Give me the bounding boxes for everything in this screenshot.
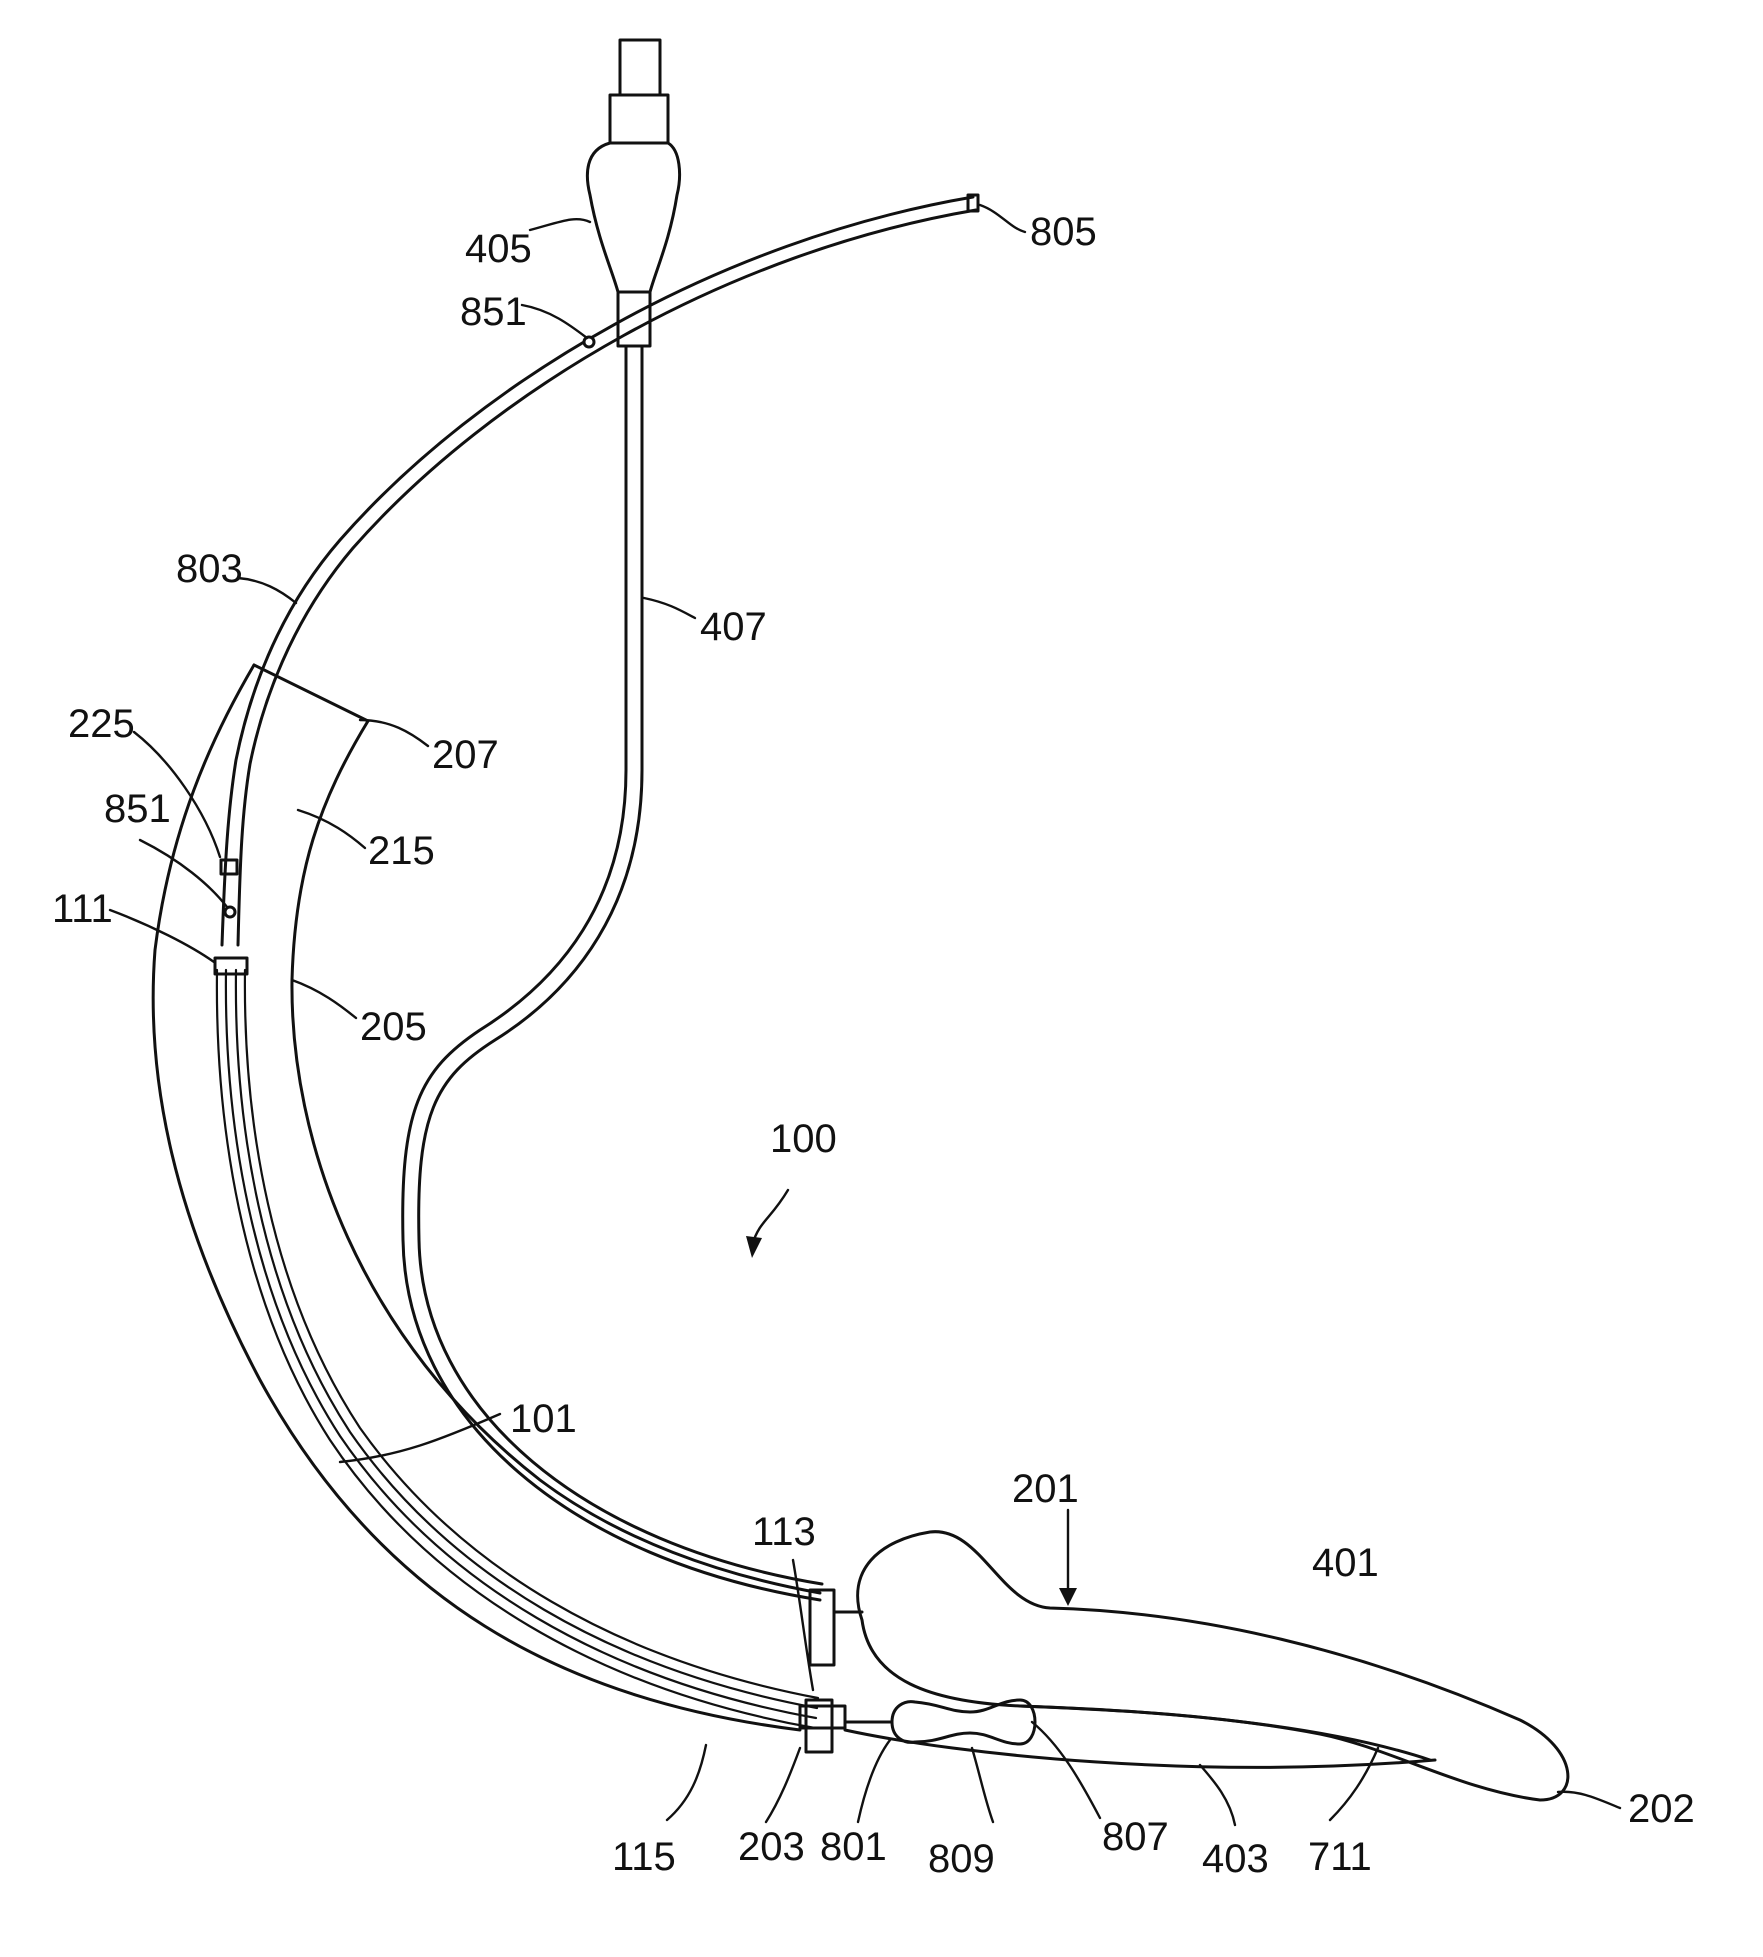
- label-113: 113: [752, 1510, 816, 1554]
- body-outer-curve: [153, 665, 800, 1730]
- label-801: 801: [820, 1825, 887, 1869]
- label-201: 201: [1012, 1467, 1079, 1511]
- pilot-balloon: [587, 143, 679, 292]
- connector-assembly: [587, 40, 679, 346]
- label-225: 225: [68, 702, 135, 746]
- leader-205: [292, 980, 356, 1018]
- connector-collar: [610, 95, 668, 143]
- arrow-100-shaft: [752, 1190, 788, 1245]
- arrow-201-head: [1059, 1588, 1077, 1606]
- label-401: 401: [1312, 1541, 1379, 1585]
- cuff-seam-711: [1020, 1706, 1430, 1760]
- label-202: 202: [1628, 1787, 1695, 1831]
- leader-202: [1558, 1792, 1620, 1808]
- label-207: 207: [432, 733, 499, 777]
- label-111: 111: [52, 887, 113, 931]
- leader-403: [1200, 1765, 1235, 1825]
- leader-111: [110, 910, 214, 962]
- label-205: 205: [360, 1005, 427, 1049]
- reference-labels: 405 805 851 803 407 225 207 851 215 111 …: [52, 210, 1695, 1881]
- label-115: 115: [612, 1835, 676, 1879]
- marker-225: [221, 860, 237, 874]
- label-851-top: 851: [460, 290, 527, 334]
- cuff-lower-403: [845, 1730, 1435, 1767]
- leader-803: [238, 578, 296, 603]
- label-803: 803: [176, 547, 243, 591]
- leader-807: [1032, 1722, 1100, 1818]
- leader-207: [360, 720, 428, 746]
- port-851-top: [584, 337, 594, 347]
- fitting-113: [810, 1590, 834, 1665]
- cuff-upper-401: [858, 1532, 1568, 1800]
- leader-851-mid: [140, 840, 227, 907]
- leader-101: [340, 1414, 500, 1462]
- leader-lines: [110, 205, 1620, 1825]
- tube-bundle-line-1: [217, 970, 815, 1728]
- leader-809: [972, 1748, 993, 1822]
- tube-bundle-line-4: [245, 970, 818, 1698]
- leader-801: [858, 1740, 890, 1822]
- leader-407: [644, 598, 695, 618]
- label-405: 405: [465, 227, 532, 271]
- label-805: 805: [1030, 210, 1097, 254]
- tube-bundle-line-3: [236, 970, 817, 1708]
- leader-203: [766, 1748, 800, 1822]
- leader-805: [980, 205, 1025, 232]
- port-851-mid: [225, 907, 235, 917]
- leader-405: [530, 219, 590, 230]
- leader-215: [298, 810, 365, 848]
- label-809: 809: [928, 1837, 995, 1881]
- tube-bundle: [215, 958, 818, 1728]
- label-807: 807: [1102, 1815, 1169, 1859]
- cuff: [845, 1532, 1568, 1800]
- label-711: 711: [1308, 1835, 1372, 1879]
- arrow-100-head: [746, 1236, 762, 1258]
- tube-fitting-111: [215, 958, 247, 974]
- connector-tip: [620, 40, 660, 95]
- label-215: 215: [368, 829, 435, 873]
- label-851-mid: 851: [104, 787, 171, 831]
- leader-711: [1330, 1748, 1378, 1820]
- label-101: 101: [510, 1397, 577, 1441]
- leader-851-top: [522, 305, 587, 338]
- label-407: 407: [700, 605, 767, 649]
- suction-tube: [222, 195, 978, 945]
- label-100: 100: [770, 1117, 837, 1161]
- label-203: 203: [738, 1825, 805, 1869]
- inflation-line-inner: [419, 346, 822, 1584]
- label-403: 403: [1202, 1837, 1269, 1881]
- leader-115: [667, 1745, 706, 1820]
- device-body: [153, 665, 820, 1730]
